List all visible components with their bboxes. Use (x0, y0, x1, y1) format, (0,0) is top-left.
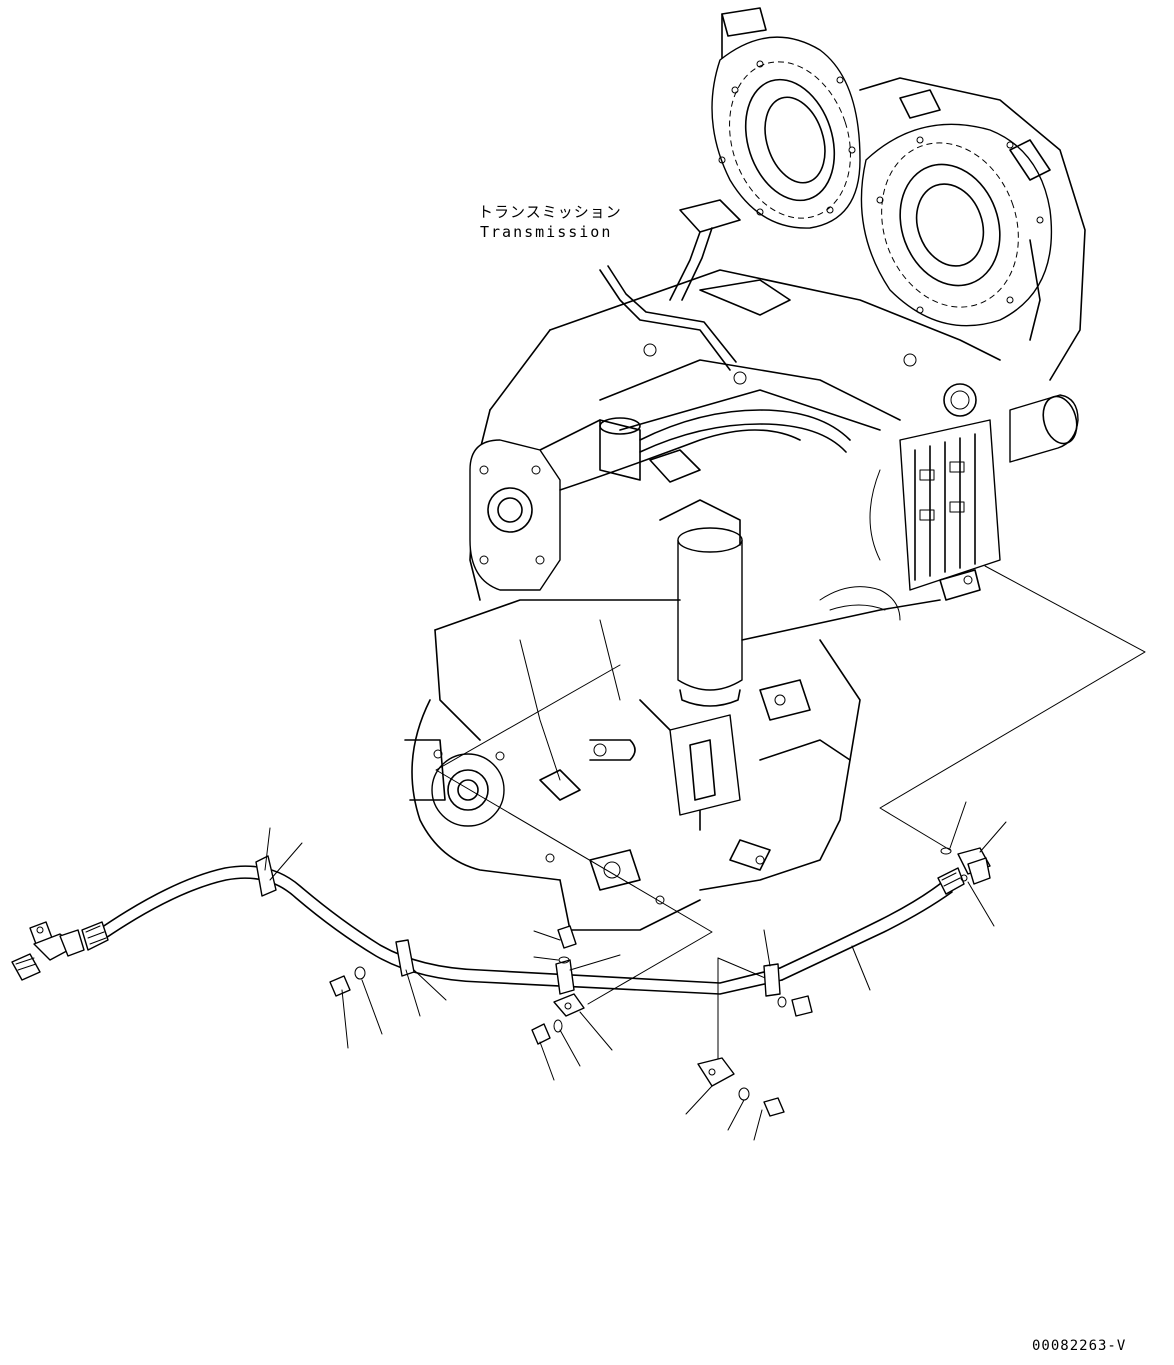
hydraulic-hose-icon (81, 865, 965, 995)
bracket-icon (553, 993, 735, 1087)
hose-clamp-icon (255, 855, 781, 997)
transmission-assembly-icon (404, 7, 1086, 931)
pressure-fitting-icon (940, 847, 991, 885)
washer-icon (354, 956, 787, 1101)
component-label-english: Transmission (480, 223, 613, 241)
item-callout-lines (264, 801, 1007, 1141)
callout-leaders (435, 565, 1146, 1067)
bolt-icon (329, 925, 813, 1117)
drawing-number: 00082263-V (1032, 1338, 1127, 1354)
component-label-japanese: トランスミッション (478, 203, 622, 221)
pressure-fitting-icon (11, 921, 85, 981)
